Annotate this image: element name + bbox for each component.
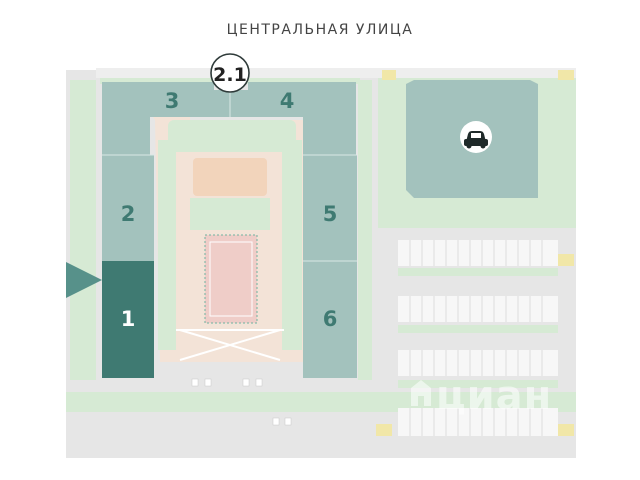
building-4-label: 4 — [280, 89, 295, 113]
building-6-label: 6 — [323, 307, 338, 331]
building-2-1-badge[interactable]: 2.1 — [210, 53, 250, 93]
building-2-1-label: 2.1 — [213, 64, 247, 86]
street-title: ЦЕНТРАЛЬНАЯ УЛИЦА — [226, 22, 414, 38]
building-1[interactable] — [102, 261, 154, 378]
building-5[interactable] — [303, 155, 357, 261]
green-strip-right-road — [358, 80, 372, 380]
building-3-4[interactable] — [102, 82, 356, 155]
building-6[interactable] — [303, 261, 357, 378]
parking-rows — [398, 240, 558, 436]
green-divider-1 — [398, 268, 558, 276]
playground — [193, 158, 267, 196]
building-1-label: 1 — [121, 307, 136, 331]
crosswalks — [376, 70, 574, 436]
courtyard-green-right — [282, 140, 302, 350]
parking-stripes — [409, 240, 543, 436]
cian-logo-icon — [411, 380, 431, 406]
accessibility-markers — [191, 378, 292, 426]
courtyard-paths — [176, 329, 284, 361]
green-strip-left — [70, 80, 96, 380]
courtyard-top-green — [168, 120, 296, 152]
green-divider-2 — [398, 325, 558, 333]
green-divider-3 — [398, 380, 558, 388]
green-strip-bottom — [66, 392, 576, 412]
sport-field-inner — [209, 241, 253, 317]
street-strip — [96, 68, 576, 78]
building-2[interactable] — [102, 155, 154, 261]
building-2-label: 2 — [121, 202, 136, 226]
car-icon — [460, 121, 492, 153]
building-3-label: 3 — [165, 89, 180, 113]
building-5-label: 5 — [323, 202, 338, 226]
sport-field — [204, 234, 258, 324]
courtyard-green-mid — [190, 198, 270, 230]
arrow-pointer-icon — [66, 262, 102, 298]
courtyard-green-left — [158, 140, 176, 350]
cian-watermark: циан — [436, 373, 553, 419]
